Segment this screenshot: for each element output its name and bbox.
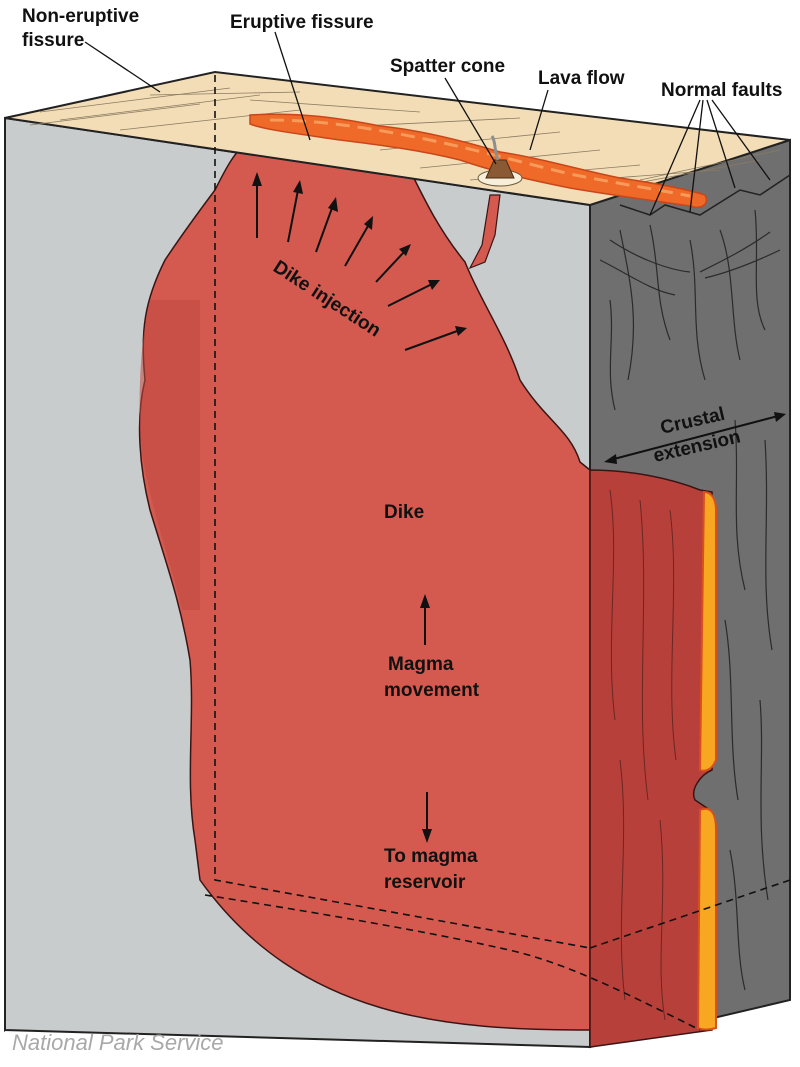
label-eruptive-fissure: Eruptive fissure	[230, 12, 374, 33]
label-non-eruptive-fissure-1: Non-eruptive	[22, 6, 139, 27]
credit-text: National Park Service	[12, 1030, 224, 1055]
dike-cross-section	[589, 469, 713, 1048]
label-to-magma-reservoir-2: reservoir	[384, 872, 466, 893]
dike-branch	[468, 194, 501, 270]
spatter-cone	[477, 135, 523, 187]
hidden-edge-bottom	[204, 894, 701, 1031]
crustal-extension-arrow	[604, 412, 786, 464]
dike-cross-cracks	[609, 489, 677, 1021]
molten-core-lower	[696, 807, 717, 1031]
label-lava-flow: Lava flow	[538, 68, 625, 89]
label-non-eruptive-fissure-2: fissure	[22, 30, 84, 51]
dike-body	[138, 134, 591, 1031]
label-to-magma-reservoir-1: To magma	[384, 846, 478, 867]
magma-movement-arrows	[420, 594, 432, 843]
leader-lines	[84, 31, 771, 216]
label-spatter-cone: Spatter cone	[390, 56, 505, 77]
dike-back-shade	[139, 300, 200, 610]
crust-cracks	[599, 209, 781, 991]
molten-core	[698, 490, 717, 772]
hidden-edge-back	[214, 75, 591, 949]
lava-flow	[249, 113, 707, 209]
label-dike: Dike	[384, 502, 424, 523]
label-magma-movement-2: movement	[384, 680, 480, 701]
label-magma-movement-1: Magma	[388, 654, 454, 675]
dike-injection-arrows	[252, 172, 467, 351]
label-normal-faults: Normal faults	[661, 80, 782, 101]
